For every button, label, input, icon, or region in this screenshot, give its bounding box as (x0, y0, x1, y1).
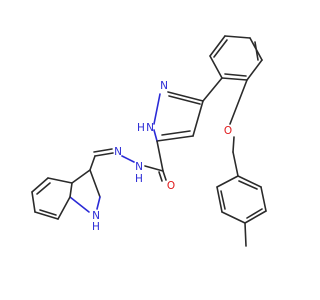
molecule-structure: H N N O N H N N H O (31, 35, 267, 247)
bond-tol-double-c (238, 180, 258, 190)
bond-ph-c2-c3 (209, 35, 226, 57)
bond-pyrazole-c4-c5 (156, 135, 194, 142)
bond-carbonyl-o (162, 170, 167, 181)
bond-n1-c7a (69, 196, 90, 213)
carbonyl-o-label: O (167, 180, 175, 192)
bond-c5-c6 (31, 191, 36, 213)
indole-n-label: N (92, 210, 100, 222)
bond-c4-c5-double (36, 182, 51, 195)
bond-pyrazole-n2-c3-double (168, 95, 201, 105)
pyrazole-nh-h-label: H (137, 122, 145, 134)
bond-ch2-tolyl (232, 151, 239, 177)
pyrazole-n-label: N (160, 80, 168, 92)
bond-c7a-c3a (69, 182, 73, 198)
bond-c5-carbonyl (156, 140, 164, 172)
bond-ph-c6-c1 (221, 77, 248, 81)
bond-o-ch2 (232, 136, 235, 153)
bond-n-ch (94, 152, 114, 157)
bond-c3a-c4 (47, 177, 73, 184)
bond-c3-c3a (71, 169, 91, 184)
imine-n-label: N (114, 146, 122, 158)
hydrazone-nh-label: N (135, 161, 143, 173)
bond-ph-c5-c6 (246, 59, 263, 81)
bond-tol-c3-c4 (221, 211, 246, 224)
ether-o-label: O (224, 125, 232, 137)
indole-n-h-label: H (92, 221, 100, 233)
bond-tol-c1-c2 (216, 175, 239, 188)
bond-c3-c2 (89, 169, 101, 198)
bond-c3-phenyl (202, 77, 223, 102)
bond-carbonyl-o-double (158, 171, 163, 182)
bond-tol-c6-c1 (237, 175, 262, 188)
bond-ph-double-c (224, 73, 247, 77)
bond-pyrazole-c5-n1 (153, 129, 158, 142)
bond-nh-n (121, 155, 135, 163)
bond-c2-n1 (96, 196, 101, 210)
bond-tol-double-b (246, 208, 263, 219)
hydrazone-nh-h-label: H (135, 173, 143, 185)
bond-n-ch-double (93, 148, 113, 153)
bond-ch-c3 (89, 155, 96, 171)
bond-c6-c7-double (39, 209, 57, 216)
bond-ph-double-b (254, 41, 259, 61)
bond-pyrazole-c3-c4 (192, 100, 204, 137)
bond-ph-c1-c2 (209, 55, 223, 79)
bond-ph-c3-c4 (224, 35, 251, 39)
bond-lines (31, 35, 267, 247)
bond-pyrazole-c4-c5-double (161, 130, 191, 136)
bond-tol-c2-c3 (216, 186, 223, 213)
bond-ph-double-a (213, 39, 228, 58)
bond-tol-double-a (220, 190, 226, 210)
atom-labels: H N N O N H N N H O (92, 80, 232, 233)
bond-tol-methyl (244, 222, 247, 247)
bond-c7-c7a (57, 196, 71, 220)
bond-tol-c4-c5 (244, 210, 267, 224)
bond-carbonyl-nh (144, 165, 164, 172)
bond-pyrazole-n1-n2 (153, 93, 161, 125)
bond-c6-c7 (34, 211, 59, 220)
bond-pyrazole-n2-c3 (167, 91, 204, 102)
pyrazole-nh-label: N (146, 122, 154, 134)
bond-tol-c5-c6 (260, 186, 267, 212)
bond-c4-c5 (31, 177, 49, 193)
bond-ph-o (229, 79, 248, 125)
